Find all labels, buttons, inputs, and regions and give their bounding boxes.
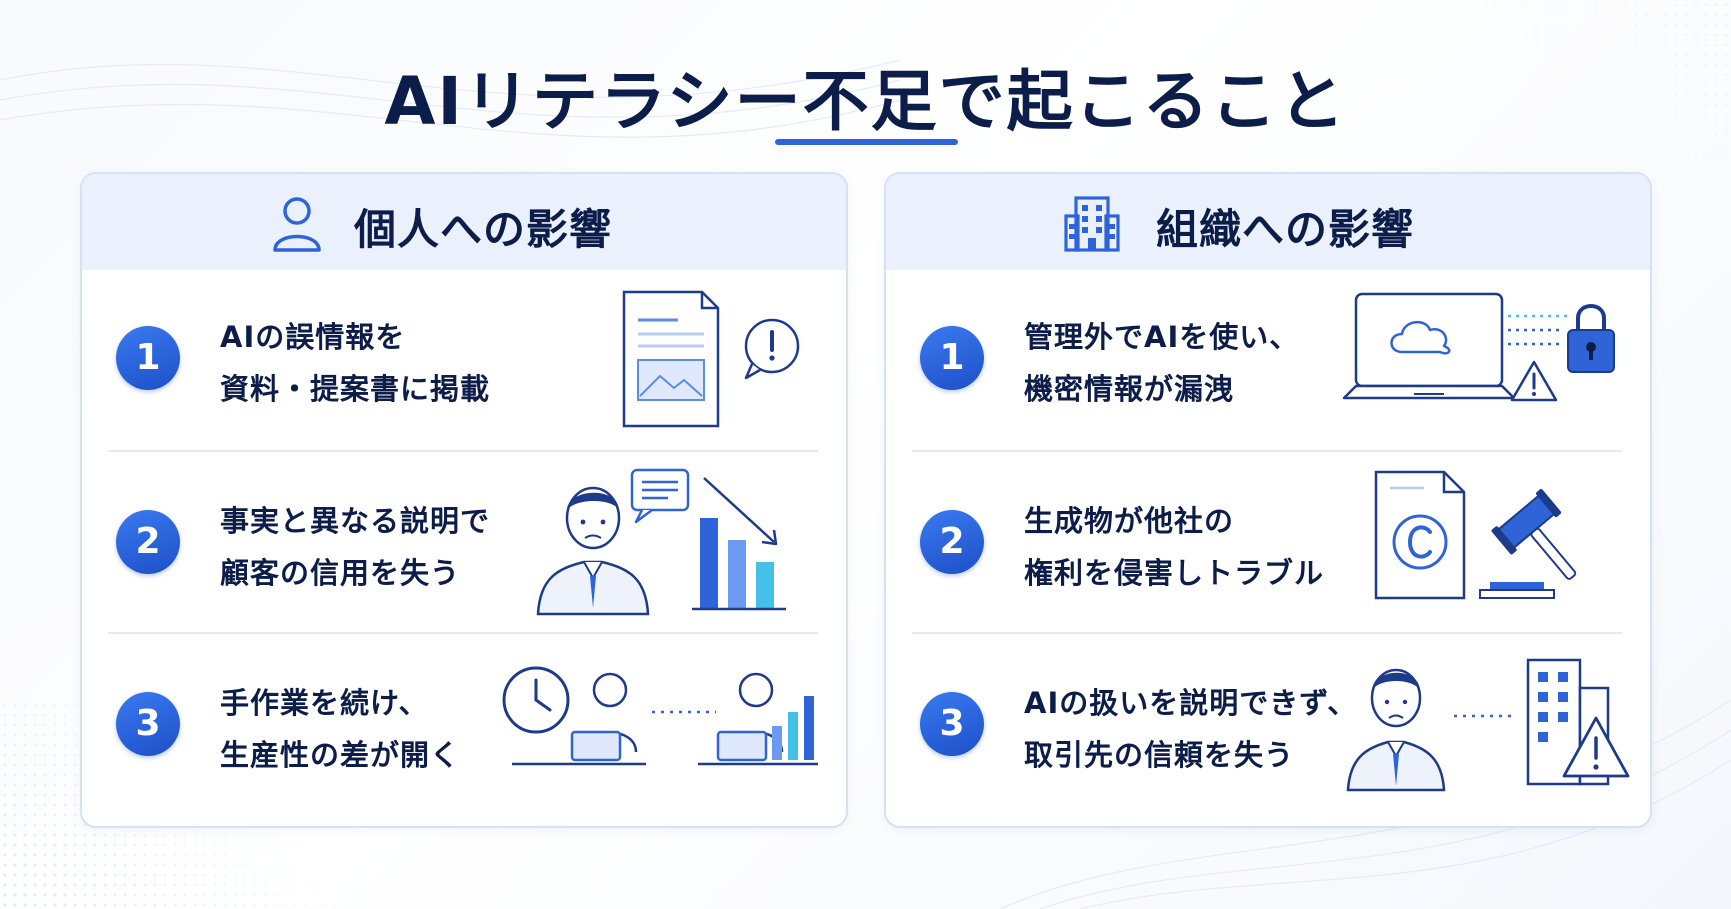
- impact-item: 3 AIの扱いを説明できず、 取引先の信頼を失う: [886, 636, 1650, 816]
- clock-worker-productivity-icon: [502, 666, 818, 766]
- item-text-line2: 権利を侵害しトラブル: [1024, 556, 1325, 590]
- item-text-line2: 取引先の信頼を失う: [1024, 738, 1295, 772]
- item-text-line2: 生産性の差が開く: [220, 738, 461, 772]
- laptop-cloud-lock-icon: [1342, 292, 1615, 402]
- person-icon: [273, 197, 321, 252]
- number-badge: 3: [920, 692, 984, 756]
- office-building-icon: [1064, 196, 1120, 252]
- item-text-line2: 顧客の信用を失う: [220, 556, 461, 590]
- item-text-line1: 生成物が他社の: [1024, 504, 1235, 538]
- worried-person-building-warning-icon: [1346, 658, 1630, 792]
- copyright-gavel-icon: [1374, 470, 1577, 600]
- worried-person-declining-chart-icon: [536, 468, 786, 616]
- number-badge: 2: [116, 510, 180, 574]
- document-warning-icon: [622, 290, 800, 428]
- title-underline: [775, 139, 958, 145]
- divider: [912, 450, 1622, 452]
- number-badge: 3: [116, 692, 180, 756]
- impact-item: 3 手作業を続け、 生産性の差が開く: [82, 636, 846, 816]
- impact-item: 1 管理外でAIを使い、 機密情報が漏洩: [886, 270, 1650, 450]
- item-text-line1: 管理外でAIを使い、: [1024, 320, 1300, 354]
- item-text-line1: AIの扱いを説明できず、: [1024, 686, 1358, 720]
- item-text-line2: 資料・提案書に掲載: [220, 372, 491, 406]
- panel-heading: 組織への影響: [1156, 205, 1415, 254]
- panel-header: 組織への影響: [886, 174, 1650, 270]
- item-text-line1: 事実と異なる説明で: [220, 504, 491, 538]
- individual-impact-panel: 個人への影響 1 AIの誤情報を 資料・提案書に掲載 2 事実と異なる説明で 顧…: [80, 172, 848, 828]
- organization-impact-panel: 組織への影響 1 管理外でAIを使い、 機密情報が漏洩 2 生成物が他社の 権利…: [884, 172, 1652, 828]
- panel-heading: 個人への影響: [354, 205, 613, 254]
- impact-item: 1 AIの誤情報を 資料・提案書に掲載: [82, 270, 846, 450]
- background-dot-pattern-top: [1471, 0, 1731, 160]
- impact-item: 2 生成物が他社の 権利を侵害しトラブル: [886, 454, 1650, 634]
- item-text-line1: AIの誤情報を: [220, 320, 406, 354]
- divider: [108, 450, 818, 452]
- item-text-line2: 機密情報が漏洩: [1024, 372, 1235, 406]
- divider: [912, 632, 1622, 634]
- page-title: AIリテラシー不足で起こること: [384, 63, 1347, 140]
- impact-item: 2 事実と異なる説明で 顧客の信用を失う: [82, 454, 846, 634]
- number-badge: 2: [920, 510, 984, 574]
- number-badge: 1: [920, 326, 984, 390]
- number-badge: 1: [116, 326, 180, 390]
- divider: [108, 632, 818, 634]
- item-text-line1: 手作業を続け、: [220, 686, 429, 720]
- panel-header: 個人への影響: [82, 174, 846, 270]
